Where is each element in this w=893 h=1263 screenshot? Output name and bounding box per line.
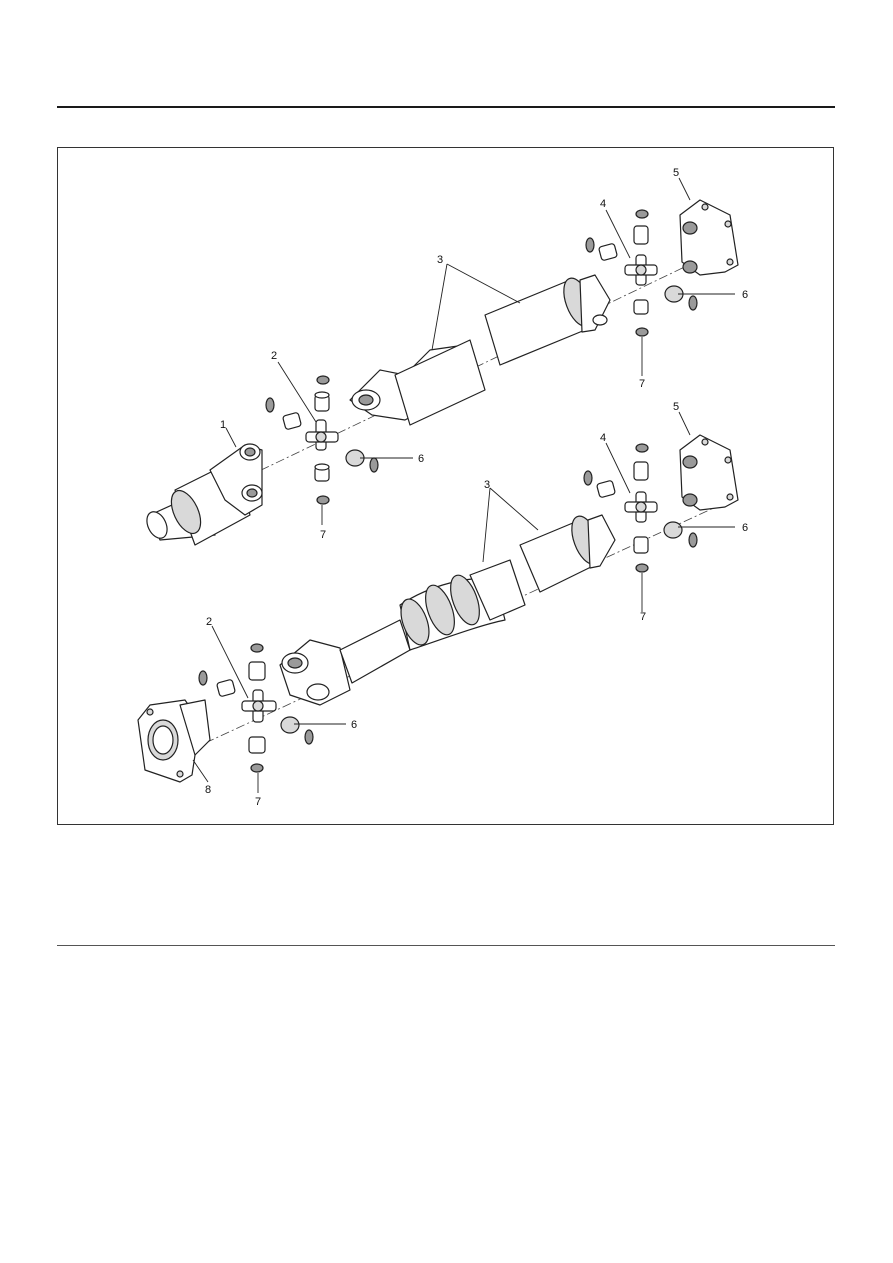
spider-lower-right <box>583 443 698 573</box>
upper-centerline <box>229 249 721 486</box>
callout-4-upper: 4 <box>600 198 606 210</box>
callout-7-lower-right: 7 <box>640 611 646 623</box>
callout-6-upper-right: 6 <box>742 289 748 301</box>
leader-lines <box>192 177 735 793</box>
callout-4-lower: 4 <box>600 432 606 444</box>
snap-rings-upper-left <box>265 375 379 505</box>
propeller-shaft-lower <box>279 514 616 706</box>
callout-7-upper-right: 7 <box>639 378 645 390</box>
callout-6-lower-left: 6 <box>351 719 357 731</box>
callout-5-lower: 5 <box>673 401 679 413</box>
header-rule <box>57 106 835 108</box>
callout-2-lower: 2 <box>206 616 212 628</box>
companion-flange <box>137 699 211 783</box>
callout-5-upper: 5 <box>673 167 679 179</box>
figure-frame <box>57 147 834 825</box>
spider-upper-right <box>585 209 698 337</box>
slip-yoke <box>146 443 263 546</box>
upper-shaft-assembly <box>146 199 739 546</box>
lower-shaft-assembly <box>137 434 739 783</box>
spider-upper-left <box>305 419 339 451</box>
callout-1: 1 <box>220 419 226 431</box>
callout-3-lower: 3 <box>484 479 490 491</box>
flange-yoke-lower <box>679 434 739 511</box>
bearing-caps-upper-left <box>282 391 365 482</box>
callout-6-lower-right: 6 <box>742 522 748 534</box>
callout-8: 8 <box>205 784 211 796</box>
flange-yoke-upper <box>679 199 739 276</box>
footer-rule <box>57 945 835 946</box>
callout-7-upper-left: 7 <box>320 529 326 541</box>
callout-7-lower-left: 7 <box>255 796 261 808</box>
callout-3-upper: 3 <box>437 254 443 266</box>
propeller-tube-upper <box>349 274 611 426</box>
spider-lower-left <box>198 643 314 773</box>
callout-6-upper-left: 6 <box>418 453 424 465</box>
callout-2-upper: 2 <box>271 350 277 362</box>
